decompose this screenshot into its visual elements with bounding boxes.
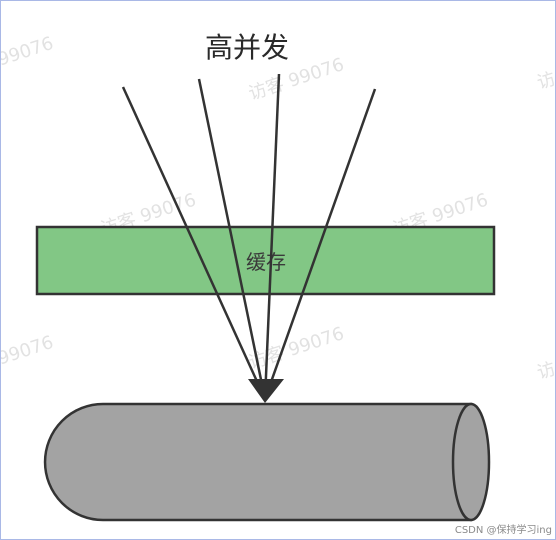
request-line [197, 78, 267, 400]
request-line [263, 73, 281, 400]
cache-box [35, 225, 496, 296]
request-line [263, 88, 377, 400]
cache-label: 缓存 [246, 250, 286, 274]
watermark: 访客 99076 [246, 323, 347, 374]
watermark-partial: 访 [535, 68, 556, 94]
watermark-partial: 访 [535, 358, 556, 384]
credit-text: CSDN @保持学习ing [455, 523, 552, 536]
diagram-title: 高并发 [205, 31, 289, 64]
arrowhead-icon [248, 379, 284, 403]
cylinder-cap [451, 402, 491, 522]
request-lines [121, 73, 377, 400]
cylinder-body [43, 402, 473, 522]
watermark-partial: 99076 [1, 33, 56, 71]
watermark-partial: 99076 [1, 332, 56, 370]
database-cylinder [43, 402, 491, 522]
request-line [121, 86, 267, 400]
